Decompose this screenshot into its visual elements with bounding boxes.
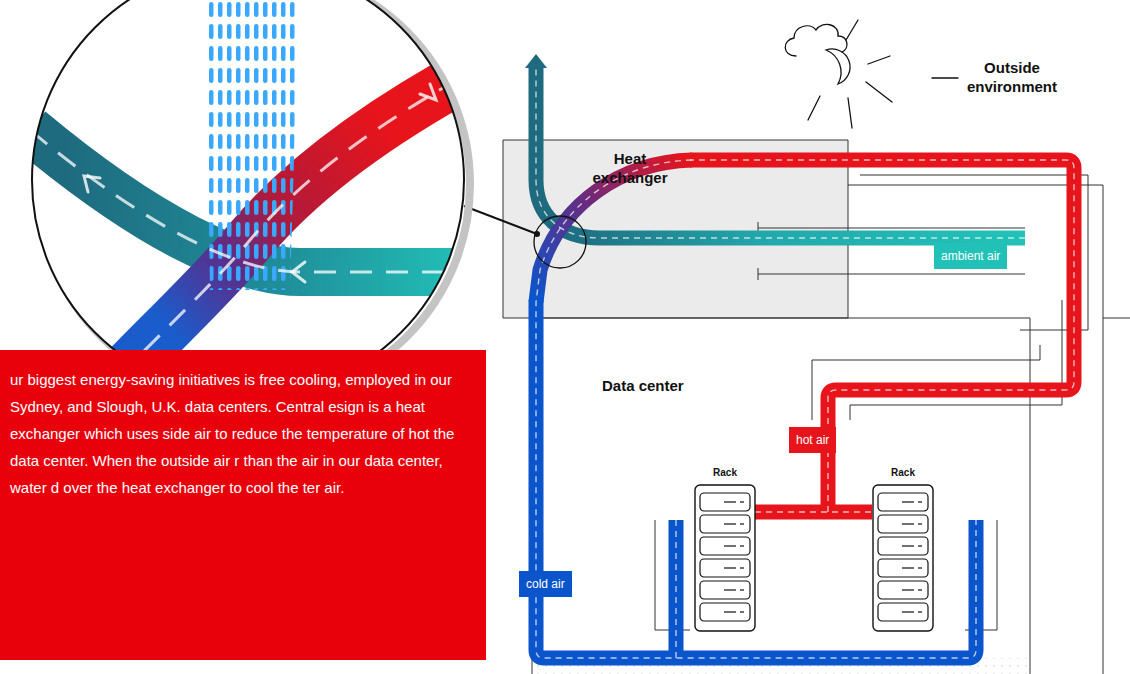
data-center-box: Data center hot airRack Rack xyxy=(532,318,1030,674)
server-led xyxy=(740,523,744,524)
server-rack: Rack xyxy=(694,464,756,634)
ambient-air-tag: ambient air xyxy=(934,243,1007,269)
path-part xyxy=(932,77,958,78)
rack-frame xyxy=(873,485,933,631)
path-part xyxy=(532,318,1030,674)
node-text: Rack xyxy=(694,466,756,480)
server-unit xyxy=(878,603,928,621)
node-text: hot air xyxy=(796,433,829,447)
cold-air-tag: cold air xyxy=(519,571,572,597)
server-led xyxy=(918,589,922,590)
server-slot xyxy=(724,523,736,524)
server-unit xyxy=(878,493,928,511)
server-led xyxy=(740,589,744,590)
path-part xyxy=(785,24,847,56)
heat-exchanger-box: Heat exchanger xyxy=(503,140,848,318)
leader-line xyxy=(464,206,537,234)
server-slot xyxy=(724,545,736,546)
server-led xyxy=(740,567,744,568)
leader-dot xyxy=(534,231,540,237)
server-slot xyxy=(902,545,914,546)
path-part xyxy=(536,66,1025,238)
server-unit xyxy=(878,537,928,555)
server-led xyxy=(740,545,744,546)
path-part xyxy=(30,130,480,272)
server-unit xyxy=(700,603,750,621)
node-text: cold air xyxy=(526,577,565,591)
server-unit xyxy=(878,559,928,577)
server-unit xyxy=(878,515,928,533)
server-slot xyxy=(724,501,736,502)
server-slot xyxy=(724,611,736,612)
path-part xyxy=(292,262,305,282)
polygon-part xyxy=(205,0,300,290)
path-part xyxy=(675,520,676,658)
rack-frame xyxy=(695,485,755,631)
server-slot xyxy=(902,523,914,524)
environment-label: Outside environment xyxy=(952,58,1072,96)
path-part xyxy=(536,160,976,658)
sun-cloud-icon xyxy=(785,20,958,128)
server-unit xyxy=(700,515,750,533)
server-unit xyxy=(700,537,750,555)
server-slot xyxy=(902,611,914,612)
magnifier-rim xyxy=(32,0,464,396)
server-slot xyxy=(724,567,736,568)
rack-drawing xyxy=(694,484,756,634)
server-led xyxy=(918,501,922,502)
node-text: Data center xyxy=(602,376,742,395)
zoom-marker xyxy=(534,216,586,268)
path-part xyxy=(1103,318,1130,319)
path-part xyxy=(669,520,684,658)
server-rack: Rack xyxy=(872,464,934,634)
server-led xyxy=(918,567,922,568)
node-text: ambient air xyxy=(941,249,1000,263)
path-part xyxy=(808,20,892,128)
server-slot xyxy=(902,501,914,502)
server-slot xyxy=(724,589,736,590)
server-led xyxy=(740,501,744,502)
building-walls xyxy=(503,140,1130,674)
path-part xyxy=(826,49,850,84)
path-part xyxy=(420,84,436,100)
server-led xyxy=(740,611,744,612)
server-unit xyxy=(700,581,750,599)
server-slot xyxy=(902,589,914,590)
node-text: Rack xyxy=(872,466,934,480)
path-part xyxy=(536,66,1025,238)
path-part xyxy=(690,160,1074,512)
rack-drawing xyxy=(872,484,934,634)
server-led xyxy=(918,523,922,524)
path-part xyxy=(84,176,100,192)
hot-air-tag: hot air xyxy=(789,427,836,453)
path-part xyxy=(655,520,997,630)
server-unit xyxy=(878,581,928,599)
node-text: ur biggest energy-saving initiatives is … xyxy=(10,366,464,501)
callout-panel: ur biggest energy-saving initiatives is … xyxy=(0,350,486,660)
server-unit xyxy=(700,493,750,511)
g-part xyxy=(84,84,436,282)
server-unit xyxy=(700,559,750,577)
air-flows xyxy=(536,66,1074,658)
g-part xyxy=(536,66,1074,658)
server-led xyxy=(918,611,922,612)
exhaust-arrowhead xyxy=(525,54,547,68)
node-text: Heat exchanger xyxy=(575,149,685,187)
path-part xyxy=(536,300,976,658)
path-part xyxy=(690,160,1074,512)
server-led xyxy=(918,545,922,546)
server-slot xyxy=(902,567,914,568)
